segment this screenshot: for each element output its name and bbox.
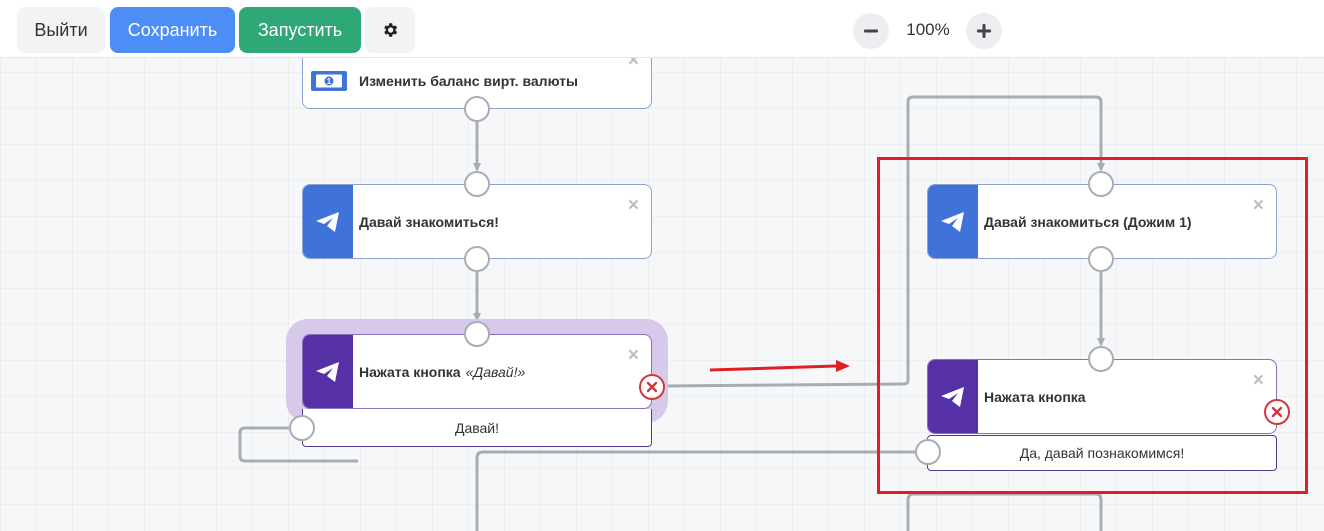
node-title: Нажата кнопка «Давай!» [359,335,615,408]
node-title: Изменить баланс вирт. валюты [359,72,578,89]
minus-icon [864,29,878,33]
telegram-icon [928,360,978,433]
exit-button[interactable]: Выйти [17,7,105,53]
node-title-text: Нажата кнопка [359,363,461,380]
money-icon: 1 [303,53,355,108]
output-port[interactable] [915,439,941,465]
svg-text:1: 1 [327,77,332,86]
close-icon [646,381,658,393]
output-port[interactable] [464,96,490,122]
error-port[interactable] [639,374,665,400]
run-button[interactable]: Запустить [239,7,361,53]
gear-icon [384,23,398,37]
input-port[interactable] [464,321,490,347]
input-port[interactable] [464,171,490,197]
zoom-out-button[interactable] [853,13,889,49]
node-title: Давай знакомиться! [359,213,499,230]
node-title: Давай знакомиться (Дожим 1) [984,213,1192,230]
input-port[interactable] [1088,171,1114,197]
close-icon[interactable]: × [627,52,639,71]
save-button[interactable]: Сохранить [110,7,235,53]
zoom-in-button[interactable] [966,13,1002,49]
node-title: Нажата кнопка [984,388,1086,405]
wire-bottom-node [906,492,1103,531]
close-icon[interactable]: × [627,345,639,366]
error-port[interactable] [1264,399,1290,425]
close-icon[interactable]: × [627,195,639,216]
close-icon[interactable]: × [1252,370,1264,391]
close-icon[interactable]: × [1252,195,1264,216]
output-port[interactable] [289,415,315,441]
telegram-icon [303,335,353,408]
node-title-quote: «Давай!» [465,363,526,380]
wire-button-to-followup [663,95,1105,388]
reply-button-da-davai[interactable]: Да, давай познакомимся! [927,435,1277,471]
zoom-level: 100% [906,20,950,39]
output-port[interactable] [464,246,490,272]
reply-button-davai[interactable]: Давай! [302,409,652,447]
telegram-icon [928,185,978,258]
wire-davai-loop [238,426,358,463]
input-port[interactable] [1088,346,1114,372]
close-icon [1271,406,1283,418]
settings-button[interactable] [365,7,415,53]
wire-button2-out [475,450,915,531]
plus-icon [977,24,991,38]
output-port[interactable] [1088,246,1114,272]
toolbar: Выйти Сохранить Запустить 100% [0,0,1324,58]
telegram-icon [303,185,353,258]
